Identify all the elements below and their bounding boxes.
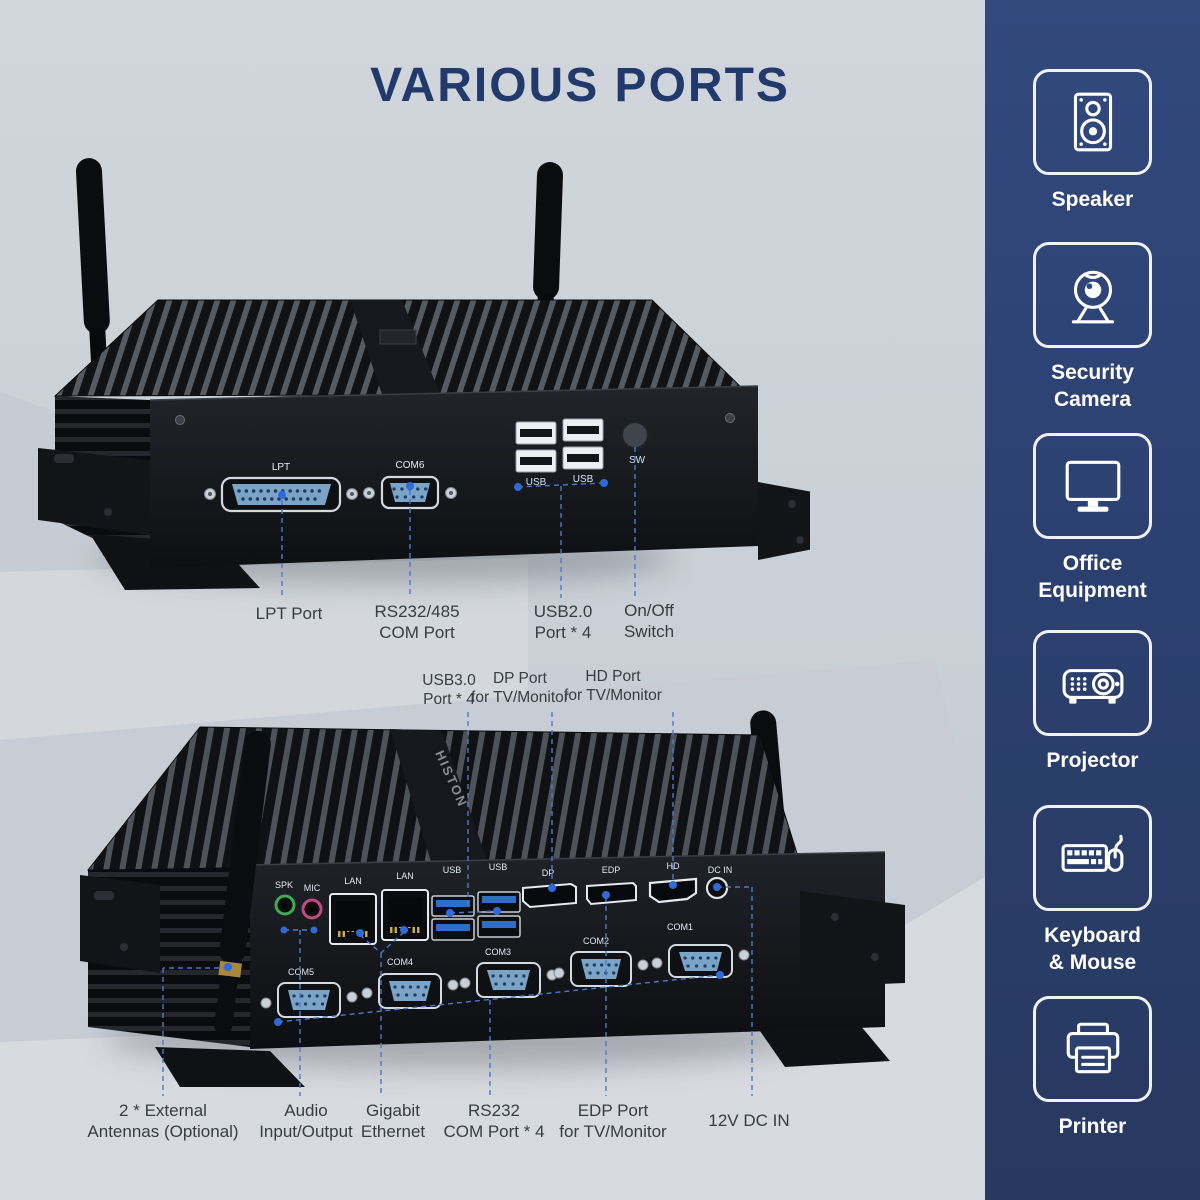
security-camera-icon <box>1033 242 1152 348</box>
speaker-icon <box>1033 69 1152 175</box>
svg-text:USB: USB <box>489 862 508 872</box>
displayport: DP <box>522 868 577 909</box>
svg-text:SPK: SPK <box>275 880 293 890</box>
mic-jack: MIC <box>301 883 323 920</box>
mount-foot-left <box>155 1047 305 1087</box>
mini-pc-front-view: LPT COM6 <box>38 158 810 590</box>
svg-text:COM5: COM5 <box>288 967 314 977</box>
sidebar-label: Projector <box>1046 749 1139 772</box>
printer-icon <box>1033 996 1152 1102</box>
callout-12v-dc-in: 12V DC IN <box>708 1111 790 1130</box>
sidebar-item-keyboard-mouse: Keyboard& Mouse <box>985 805 1200 977</box>
mini-pc-rear-view: HISTON SPK MIC LAN <box>80 710 905 1087</box>
mount-flange-right <box>800 891 905 987</box>
mount-flange-left <box>38 448 150 535</box>
lan-port-1: LAN <box>329 876 377 945</box>
svg-text:LAN: LAN <box>344 876 362 886</box>
sidebar-item-projector: Projector <box>985 630 1200 774</box>
callout-gigabit-ethernet: Gigabit Ethernet <box>360 1101 426 1142</box>
wifi-antenna-left <box>214 730 271 1034</box>
svg-text:DC IN: DC IN <box>708 865 733 875</box>
sidebar-label: Printer <box>1058 1115 1127 1138</box>
svg-text:SW: SW <box>629 455 646 466</box>
keyboard-mouse-icon <box>1033 805 1152 911</box>
svg-text:USB: USB <box>443 865 462 875</box>
callout-dp-port: DP Port for TV/Monitor <box>471 670 569 707</box>
heatsink-center-channel <box>350 300 440 394</box>
svg-text:USB: USB <box>573 474 594 485</box>
panel-screws <box>260 949 750 1009</box>
usb2-ports: USB USB <box>515 418 604 488</box>
callout-rs232-com-ports: RS232 COM Port * 4 <box>443 1101 545 1142</box>
svg-text:LPT: LPT <box>272 462 290 473</box>
usb3-ports: USB USB <box>431 862 521 941</box>
front-panel <box>150 386 758 568</box>
mount-foot-right <box>760 1025 890 1067</box>
svg-text:DP: DP <box>542 868 555 878</box>
callout-usb2-ports: USB2.0 Port * 4 <box>533 602 593 643</box>
projector-icon <box>1033 630 1152 736</box>
logo-plate <box>379 329 417 345</box>
sidebar-label: Speaker <box>1051 188 1134 211</box>
heatsink-center-channel <box>390 729 488 865</box>
callout-audio-io: Audio Input/Output <box>259 1101 353 1142</box>
svg-text:COM6: COM6 <box>396 460 425 471</box>
callout-external-antennas: 2 * External Antennas (Optional) <box>87 1101 239 1142</box>
callout-rs232-485-com-port: RS232/485 COM Port <box>374 602 460 643</box>
callout-lpt-port: LPT Port <box>255 604 323 623</box>
power-switch: SW <box>621 421 649 466</box>
office-equipment-icon <box>1033 433 1152 539</box>
speaker-jack: SPK <box>274 880 296 916</box>
callout-edp-port: EDP Port for TV/Monitor <box>559 1101 667 1142</box>
svg-text:COM1: COM1 <box>667 922 693 932</box>
svg-text:COM3: COM3 <box>485 947 511 957</box>
callout-usb3-ports: USB3.0 Port * 4 <box>422 672 476 709</box>
callout-on-off-switch: On/Off Switch <box>623 601 675 642</box>
callout-hd-port: HD Port for TV/Monitor <box>564 668 662 705</box>
com-serial-ports: COM5 COM4 COM3 COM2 COM1 <box>260 922 750 1018</box>
page-title: VARIOUS PORTS <box>370 59 790 112</box>
svg-text:EDP: EDP <box>602 865 621 875</box>
svg-text:COM4: COM4 <box>387 957 413 967</box>
svg-text:COM2: COM2 <box>583 936 609 946</box>
leader-dots <box>224 479 724 1026</box>
panel-screw <box>175 415 185 425</box>
sidebar-item-speaker: Speaker <box>985 69 1200 213</box>
svg-text:USB: USB <box>526 477 547 488</box>
svg-text:LAN: LAN <box>396 871 414 881</box>
sidebar-label: Keyboard& Mouse <box>1044 924 1141 975</box>
edp-port: EDP <box>586 865 637 906</box>
panel-screw <box>725 413 735 423</box>
sidebar-item-printer: Printer <box>985 996 1200 1140</box>
svg-text:MIC: MIC <box>304 883 321 893</box>
